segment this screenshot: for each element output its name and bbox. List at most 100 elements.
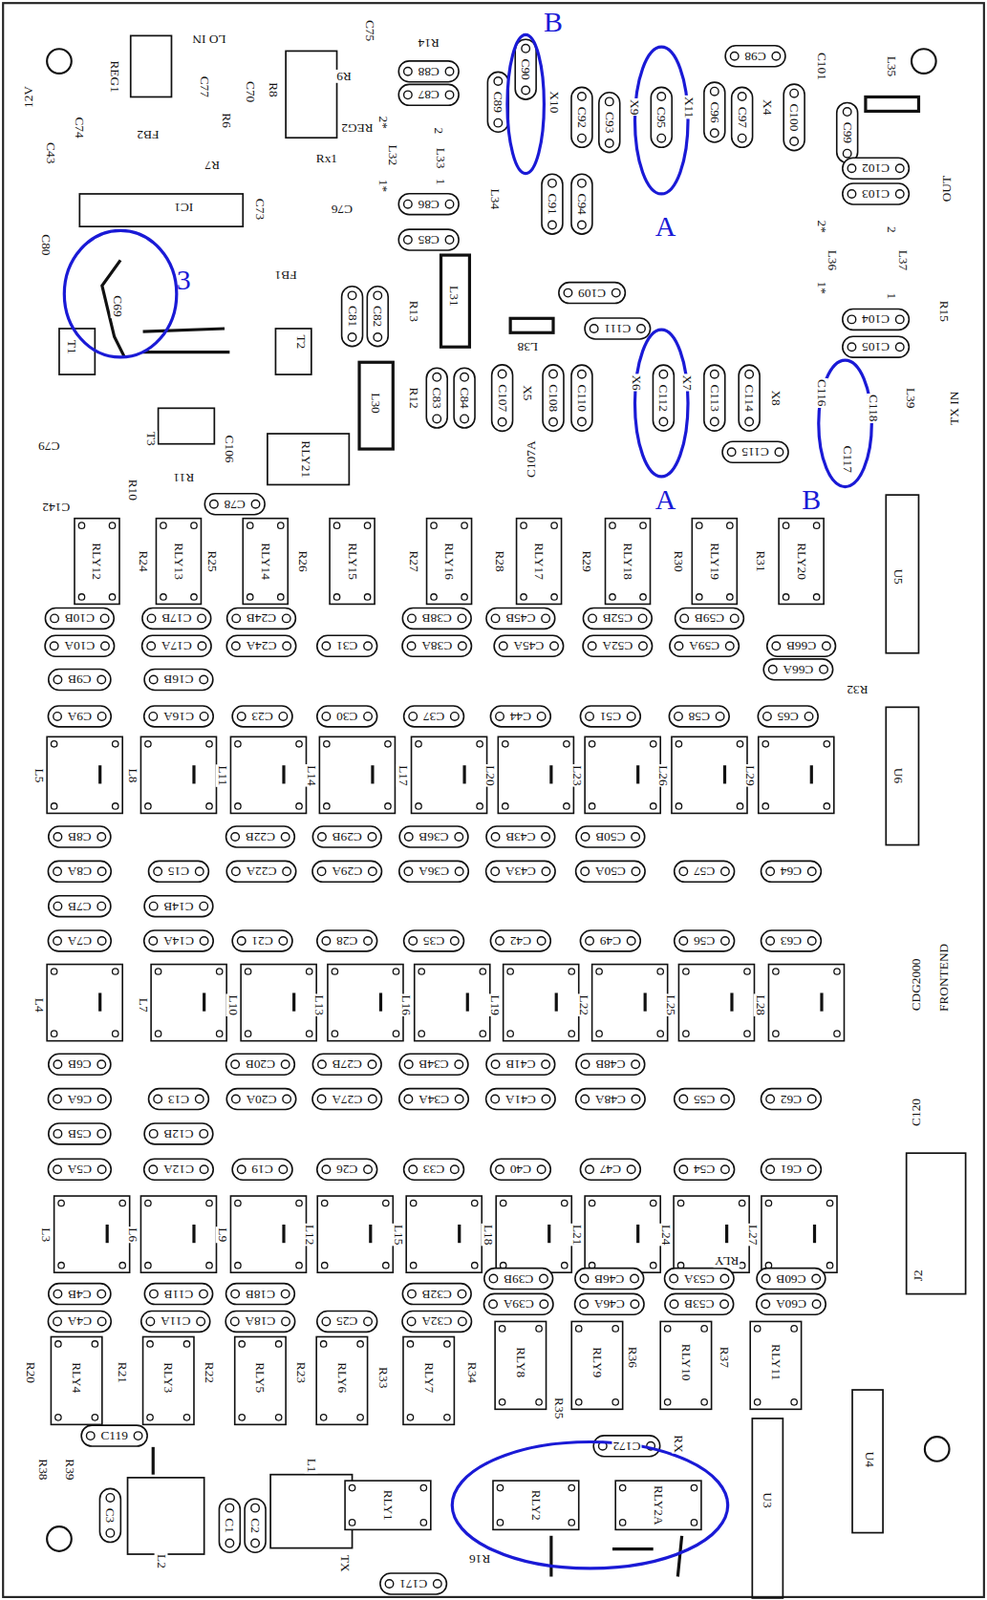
solder-pad bbox=[364, 522, 370, 529]
part-label: C5A bbox=[66, 1163, 93, 1177]
solder-pad bbox=[612, 1326, 619, 1332]
part-label: C66B bbox=[785, 640, 817, 653]
part-label: RLY18 bbox=[621, 541, 634, 581]
solder-pad bbox=[765, 1200, 772, 1206]
part-label: C82 bbox=[371, 304, 385, 328]
capacitor-outline bbox=[558, 282, 626, 304]
part-label: R12 bbox=[407, 386, 420, 409]
part-label: C20B bbox=[244, 1058, 277, 1072]
solder-pad bbox=[53, 712, 63, 722]
solder-pad bbox=[520, 594, 527, 601]
solder-pad bbox=[476, 803, 483, 810]
solder-pad bbox=[823, 803, 830, 810]
solder-pad bbox=[404, 867, 413, 877]
solder-pad bbox=[766, 937, 775, 946]
part-label: C116 bbox=[815, 378, 828, 408]
solder-pad bbox=[507, 1030, 514, 1037]
solder-pad bbox=[444, 1341, 451, 1348]
solder-pad bbox=[119, 1200, 126, 1206]
solder-pad bbox=[236, 1165, 246, 1175]
part-label: C58 bbox=[687, 709, 711, 723]
capacitor-outline bbox=[490, 1158, 551, 1181]
solder-pad bbox=[445, 67, 454, 77]
solder-pad bbox=[736, 741, 743, 748]
part-label: C75 bbox=[363, 19, 376, 43]
inductor-core-mark bbox=[555, 992, 558, 1011]
solder-pad bbox=[729, 614, 739, 623]
solder-pad bbox=[834, 1030, 840, 1037]
solder-pad bbox=[588, 803, 595, 810]
inductor-outline bbox=[406, 1196, 482, 1273]
capacitor-outline bbox=[668, 706, 730, 728]
part-label: C60B bbox=[774, 1272, 807, 1286]
inductor-core-mark bbox=[370, 765, 374, 784]
part-label: C17B bbox=[160, 612, 193, 625]
solder-pad bbox=[321, 1200, 328, 1206]
solder-pad bbox=[231, 1289, 240, 1299]
part-label: C4B bbox=[66, 1287, 93, 1301]
part-label: C83 bbox=[430, 386, 444, 409]
solder-pad bbox=[331, 1030, 338, 1037]
solder-pad bbox=[491, 614, 500, 623]
solder-pad bbox=[418, 968, 425, 975]
solder-pad bbox=[430, 594, 437, 601]
solder-pad bbox=[842, 149, 852, 158]
solder-pad bbox=[383, 1262, 389, 1268]
capacitor-outline bbox=[767, 635, 837, 657]
part-label: R26 bbox=[297, 549, 310, 573]
capacitor-outline bbox=[48, 1123, 111, 1145]
part-label: L31 bbox=[448, 284, 461, 308]
capacitor-outline bbox=[399, 1053, 469, 1075]
part-label: C7B bbox=[66, 900, 93, 913]
solder-pad bbox=[331, 968, 338, 975]
solder-pad bbox=[160, 594, 167, 601]
capacitor-outline bbox=[542, 364, 564, 432]
solder-pad bbox=[768, 665, 777, 675]
part-label: 2 bbox=[432, 126, 446, 135]
part-label: R37 bbox=[718, 1346, 731, 1370]
part-label: L16 bbox=[400, 993, 413, 1017]
solder-pad bbox=[790, 137, 799, 147]
capacitor-outline bbox=[144, 706, 215, 728]
part-label: C13 bbox=[167, 1093, 191, 1106]
part-label: C89 bbox=[492, 90, 505, 114]
inductor-outline bbox=[592, 965, 668, 1042]
part-label: L30 bbox=[368, 391, 382, 415]
solder-pad bbox=[407, 1341, 413, 1348]
solder-pad bbox=[305, 968, 312, 975]
part-label: C118 bbox=[867, 393, 880, 424]
solder-pad bbox=[657, 92, 666, 102]
solder-pad bbox=[674, 642, 684, 651]
solder-pad bbox=[701, 1399, 708, 1406]
solder-pad bbox=[895, 190, 904, 199]
solder-pad bbox=[580, 867, 590, 877]
part-label: L9 bbox=[215, 1226, 229, 1244]
solder-pad bbox=[244, 1030, 251, 1037]
capacitor-outline bbox=[576, 826, 645, 848]
part-label: C30 bbox=[335, 709, 359, 723]
solder-pad bbox=[408, 937, 418, 946]
solder-pad bbox=[235, 741, 241, 748]
solder-pad bbox=[674, 712, 684, 722]
solder-pad bbox=[321, 1165, 331, 1175]
capacitor-outline bbox=[144, 669, 214, 691]
part-label: 2 bbox=[884, 225, 898, 235]
solder-pad bbox=[745, 369, 754, 379]
part-label: 2* bbox=[815, 218, 828, 234]
part-label: R35 bbox=[553, 1396, 566, 1420]
solder-pad bbox=[521, 85, 531, 95]
capacitor-outline bbox=[490, 706, 551, 728]
solder-pad bbox=[609, 522, 616, 529]
solder-pad bbox=[822, 642, 832, 651]
part-label: C34B bbox=[417, 1058, 450, 1072]
solder-pad bbox=[823, 741, 830, 748]
capacitor-outline bbox=[490, 930, 551, 952]
solder-pad bbox=[232, 1094, 241, 1104]
part-label: C45A bbox=[512, 640, 545, 653]
part-label: X9 bbox=[628, 98, 642, 116]
part-label: C104 bbox=[860, 313, 891, 326]
relay-outline bbox=[74, 518, 120, 605]
solder-pad bbox=[404, 199, 413, 209]
part-label: L5 bbox=[32, 767, 45, 784]
part-label: R23 bbox=[294, 1361, 307, 1385]
